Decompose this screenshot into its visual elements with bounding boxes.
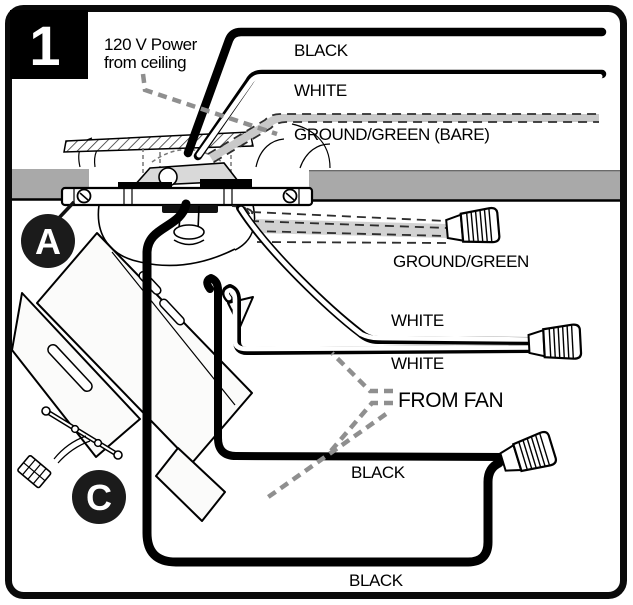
leader-120v-power <box>140 73 278 137</box>
wire-nut-black <box>496 429 559 480</box>
junction-box-sides <box>78 123 331 169</box>
mounting-bracket-bar <box>60 186 314 213</box>
wire-white-lower <box>221 284 535 355</box>
label-white-upper: WHITE <box>391 311 444 330</box>
label-ceiling-white: WHITE <box>294 81 347 100</box>
step-number: 1 <box>29 14 60 77</box>
label-ceiling-black: BLACK <box>294 41 349 60</box>
label-power-note-line2: from ceiling <box>104 53 186 72</box>
harness-connector <box>17 406 123 489</box>
bracket-screw-left <box>76 188 92 204</box>
bracket-screw-right <box>282 188 298 204</box>
wire-ground-mid <box>231 205 448 244</box>
wire-white-upper <box>236 204 535 345</box>
leader-from-fan-black-long <box>262 412 388 502</box>
label-ground-junction: GROUND/GREEN <box>393 252 529 271</box>
badge-c: C <box>72 470 126 524</box>
wire-nut-white <box>527 323 583 363</box>
wire-black-loop <box>142 199 504 567</box>
plug-connector <box>17 455 52 489</box>
badge-c-letter: C <box>86 477 112 518</box>
label-from-fan: FROM FAN <box>398 389 503 412</box>
label-black-upper: BLACK <box>351 463 406 482</box>
badge-a: A <box>21 200 76 268</box>
label-ceiling-ground: GROUND/GREEN (BARE) <box>294 125 489 144</box>
wire-ground-ceiling <box>207 113 599 163</box>
ceiling-band-right <box>309 170 623 200</box>
wire-nut-ground <box>444 206 501 248</box>
ceiling-band <box>11 169 623 202</box>
label-black-bottom: BLACK <box>349 571 404 590</box>
wire-white-ceiling <box>193 69 607 161</box>
diagram-frame <box>5 5 627 599</box>
wire-black-ceiling <box>183 27 607 158</box>
wire-black-upper <box>203 274 510 461</box>
badge-a-letter: A <box>35 221 61 262</box>
step-badge: 1 <box>10 10 88 79</box>
leader-from-fan-white <box>330 351 393 394</box>
label-power-note-line1: 120 V Power <box>104 35 198 54</box>
label-white-lower: WHITE <box>391 354 444 373</box>
leader-from-fan-black-short <box>328 400 393 454</box>
canopy-mount-plate <box>118 162 252 189</box>
